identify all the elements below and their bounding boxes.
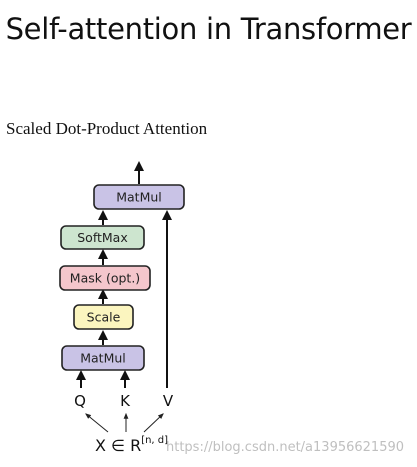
block-matmul-top: MatMul — [93, 184, 185, 210]
block-matmul-bottom-box — [61, 345, 145, 371]
block-matmul-bottom-label: MatMul — [80, 351, 126, 366]
block-matmul-bottom: MatMul — [61, 345, 145, 371]
block-scale-box — [73, 304, 134, 330]
source-arrow-v — [143, 413, 164, 433]
input-k-label: K — [120, 392, 131, 410]
connector-arrows — [76, 161, 172, 388]
input-v-label: V — [163, 392, 174, 410]
block-mask: Mask (opt.) — [59, 265, 151, 291]
input-q-label: Q — [74, 392, 86, 410]
block-softmax: SoftMax — [60, 225, 145, 250]
block-scale: Scale — [73, 304, 134, 330]
block-matmul-top-box — [93, 184, 185, 210]
watermark-text: https://blog.csdn.net/a13956621590 — [166, 440, 405, 455]
diagram-subtitle: Scaled Dot-Product Attention — [6, 119, 208, 138]
block-mask-box — [59, 265, 151, 291]
block-matmul-top-label: MatMul — [116, 190, 162, 205]
formula-superscript: [n, d] — [141, 434, 169, 446]
block-mask-label: Mask (opt.) — [70, 271, 140, 286]
source-formula: X ∈ R[n, d] — [95, 434, 169, 455]
source-arrows — [85, 412, 164, 433]
formula-base: X ∈ R — [95, 436, 142, 455]
block-softmax-box — [60, 225, 145, 250]
block-scale-label: Scale — [87, 310, 121, 325]
source-arrow-q — [85, 413, 109, 433]
block-softmax-label: SoftMax — [77, 230, 128, 245]
slide-title: Self-attention in Transformer — [5, 12, 412, 46]
